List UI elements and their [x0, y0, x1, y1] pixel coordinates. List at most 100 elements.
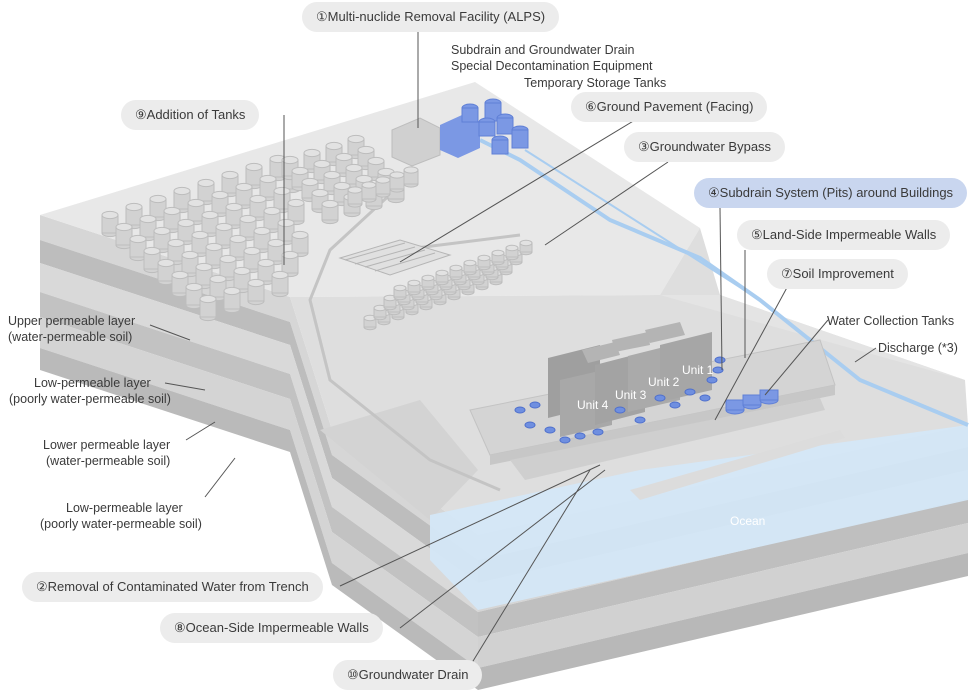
subdrain-pit: [529, 401, 541, 409]
subdrain-equipment-label-2: Special Decontamination Equipment: [451, 59, 653, 73]
storage-tank: [235, 182, 253, 210]
subdrain-pit: [706, 376, 718, 384]
storage-tank: [199, 294, 217, 322]
subdrain-pit: [574, 432, 586, 440]
land-side-walls-callout: ⑤Land-Side Impermeable Walls: [737, 220, 951, 250]
unit-3-label: Unit 3: [615, 388, 647, 402]
storage-tank: [177, 218, 195, 246]
storage-tank: [219, 254, 237, 282]
reactor-buildings: [548, 322, 712, 437]
ocean-label: Ocean: [730, 514, 766, 528]
bypass-well: [477, 254, 491, 271]
ground-pavement-callout: ⑥Ground Pavement (Facing): [571, 92, 768, 122]
storage-tank: [129, 234, 147, 262]
storage-tank: [195, 262, 213, 290]
subdrain-pit: [714, 356, 726, 364]
low-layer-1-label-2: (poorly water-permeable soil): [9, 392, 171, 406]
bypass-well: [407, 279, 421, 296]
storage-tank: [249, 194, 267, 222]
temporary-tanks-label: Temporary Storage Tanks: [524, 76, 667, 90]
unit-2-label: Unit 2: [648, 375, 680, 389]
storage-tank: [153, 226, 171, 254]
subdrain-pit: [614, 406, 626, 414]
soil-improvement-callout: ⑦Soil Improvement: [767, 259, 908, 289]
subdrain-pit: [684, 388, 696, 396]
storage-tank: [347, 186, 363, 208]
storage-tank: [173, 186, 191, 214]
bypass-well: [383, 294, 397, 311]
water-collection-tanks-label: Water Collection Tanks: [827, 314, 955, 328]
bypass-well: [463, 259, 477, 276]
storage-tank: [403, 166, 419, 188]
trench-removal-callout: ②Removal of Contaminated Water from Tren…: [22, 572, 323, 602]
storage-tank: [321, 199, 339, 225]
groundwater-drain-callout: ⑩Groundwater Drain: [333, 660, 483, 690]
bypass-well: [491, 249, 505, 266]
ocean-area: [430, 425, 968, 610]
bypass-well: [421, 274, 435, 291]
lower-layer-label-2: (water-permeable soil): [46, 454, 171, 468]
discharge-label: Discharge (*3): [878, 341, 958, 355]
storage-tank: [273, 186, 291, 214]
storage-tank: [163, 206, 181, 234]
low-layer-2-label-2: (poorly water-permeable soil): [40, 517, 202, 531]
lower-layer-label-1: Lower permeable layer: [43, 438, 171, 452]
subdrain-pits: [514, 356, 726, 444]
subdrain-pit: [634, 416, 646, 424]
subdrain-pit: [559, 436, 571, 444]
storage-tank: [271, 270, 289, 298]
subdrain-pit: [712, 366, 724, 374]
storage-tank: [225, 202, 243, 230]
low-layer-2-label-1: Low-permeable layer: [66, 501, 183, 515]
bypass-well: [519, 239, 533, 256]
subdrain-pit: [669, 401, 681, 409]
ocean-side-walls-callout: ⑧Ocean-Side Impermeable Walls: [160, 613, 383, 643]
temporary-storage-tanks: [461, 98, 529, 155]
groundwater-bypass-callout: ③Groundwater Bypass: [624, 132, 786, 162]
storage-tank: [223, 286, 241, 314]
storage-tank: [221, 170, 239, 198]
storage-tank: [181, 250, 199, 278]
alps-callout: ①Multi-nuclide Removal Facility (ALPS): [302, 2, 560, 32]
subdrain-pit: [699, 394, 711, 402]
subdrain-pit: [654, 394, 666, 402]
water-collection-tanks: [725, 389, 779, 415]
storage-tank: [229, 234, 247, 262]
storage-tank: [247, 278, 265, 306]
unit-1-label: Unit 1: [682, 363, 714, 377]
storage-tank: [375, 176, 391, 198]
storage-tank: [201, 210, 219, 238]
bypass-well: [449, 264, 463, 281]
subdrain-pit: [544, 426, 556, 434]
subdrain-equipment-label-1: Subdrain and Groundwater Drain: [451, 43, 635, 57]
storage-tank: [101, 210, 119, 238]
storage-tank: [267, 238, 285, 266]
storage-tank: [277, 218, 295, 246]
storage-tank: [389, 171, 405, 193]
low-layer-1-label-1: Low-permeable layer: [34, 376, 151, 390]
leader-lines: [149, 30, 877, 667]
decontamination-equipment: [440, 115, 480, 158]
subdrain-pit: [592, 428, 604, 436]
storage-tank: [239, 214, 257, 242]
subdrain-pit: [524, 421, 536, 429]
bypass-wells: [363, 239, 533, 331]
addition-of-tanks-callout: ⑨Addition of Tanks: [121, 100, 260, 130]
storage-tank: [157, 258, 175, 286]
storage-tank: [361, 181, 377, 203]
unit-4-label: Unit 4: [577, 398, 609, 412]
subdrain-pit: [514, 406, 526, 414]
alps-building: [391, 117, 441, 167]
bypass-well: [393, 284, 407, 301]
bypass-well: [435, 269, 449, 286]
upper-layer-label-2: (water-permeable soil): [8, 330, 133, 344]
upper-layer-label-1: Upper permeable layer: [8, 314, 136, 328]
storage-tank: [185, 282, 203, 310]
tank-field: [101, 134, 419, 322]
storage-tank: [287, 198, 305, 226]
bypass-well: [505, 244, 519, 261]
subdrain-system-callout: ④Subdrain System (Pits) around Buildings: [694, 178, 968, 208]
storage-tank: [171, 270, 189, 298]
